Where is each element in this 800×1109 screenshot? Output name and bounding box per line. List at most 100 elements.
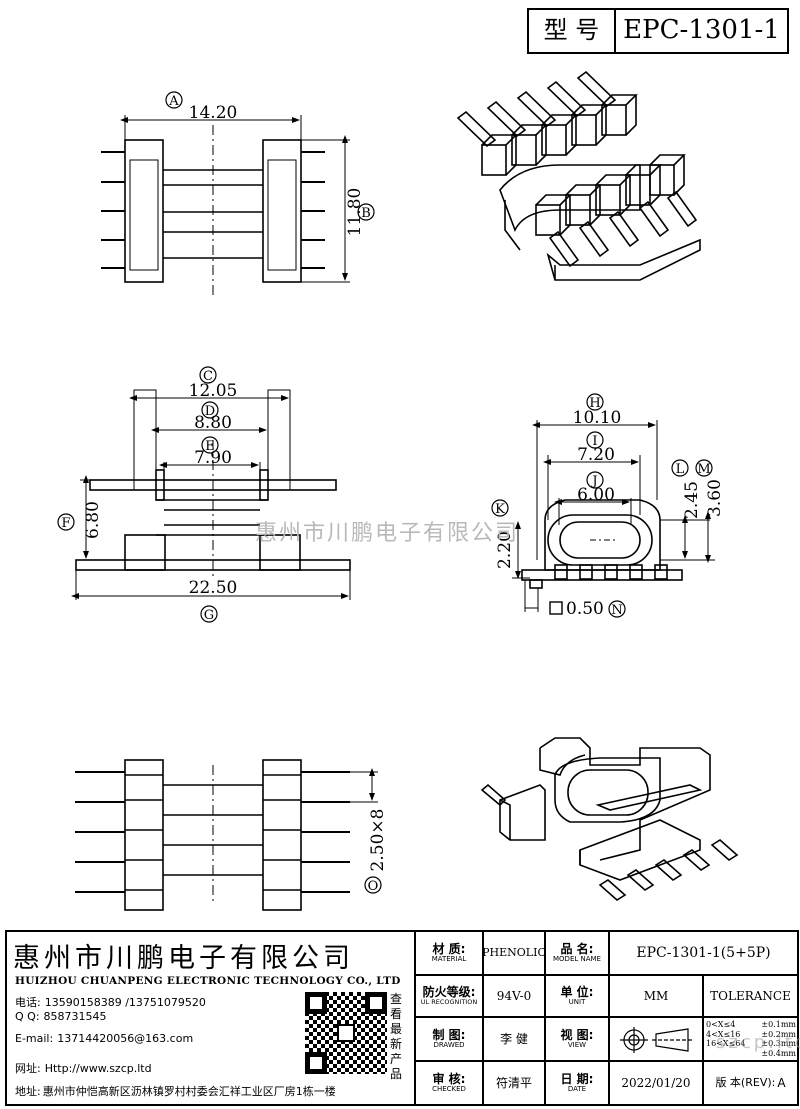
drawn-label: 制 图: DRAWED xyxy=(432,1028,466,1049)
tolerance-label: TOLERANCE xyxy=(710,988,791,1003)
svg-text:O: O xyxy=(368,879,379,894)
front-view xyxy=(512,420,715,615)
marker-h: H xyxy=(586,393,604,411)
svg-text:N: N xyxy=(611,603,622,618)
site-watermark: szcp.ltd xyxy=(716,1032,800,1053)
qr-code-icon[interactable] xyxy=(305,992,387,1074)
email-line: E-mail:13714420056@163.com xyxy=(15,1032,193,1045)
qr-caption: 查看最新产品 xyxy=(390,992,403,1081)
qq-label: Q Q: xyxy=(15,1010,40,1023)
dim-k-value: 2.20 xyxy=(495,531,515,569)
reference-markers: A B C D E F G H I J K L M N O xyxy=(57,91,713,894)
company-panel: 惠州市川鹏电子有限公司 HUIZHOU CHUANPENG ELECTRONIC… xyxy=(7,932,416,1104)
model-name-value: EPC-1301-1(5+5P) xyxy=(636,944,771,961)
side-view xyxy=(71,389,351,600)
marker-d: D xyxy=(201,401,219,419)
dim-b-value: 11.80 xyxy=(345,188,365,237)
phone-value: 13590158389 /13751079520 xyxy=(44,996,206,1009)
svg-text:K: K xyxy=(495,502,505,517)
company-name-en: HUIZHOU CHUANPENG ELECTRONIC TECHNOLOGY … xyxy=(15,975,401,987)
marker-f: F xyxy=(57,513,75,531)
ul-label: 防火等级: UL RECOGNITION xyxy=(420,985,478,1006)
dim-a-value: 14.20 xyxy=(189,103,238,123)
technical-drawing: 14.20 11.80 12.05 8.80 7.90 6.80 22.50 1… xyxy=(57,70,739,911)
model-name-label: 品 名: MODEL NAME xyxy=(553,942,601,963)
dim-o-value: 2.50×8 xyxy=(368,809,388,872)
dim-l-value: 2.45 xyxy=(682,481,702,519)
svg-text:B: B xyxy=(361,206,371,221)
iso-view-bottom xyxy=(480,737,739,901)
unit-value: MM xyxy=(643,988,669,1003)
bottom-view xyxy=(75,759,378,911)
svg-text:D: D xyxy=(205,404,215,419)
title-header-box: 型 号 EPC-1301-1 xyxy=(527,8,789,54)
spec-grid: 材 质: MATERIAL PHENOLIC 品 名: MODEL NAME E… xyxy=(416,932,800,1104)
web-line: 网址:Http://www.szcp.ltd xyxy=(15,1060,152,1076)
phone-label: 电话: xyxy=(15,996,41,1009)
web-value[interactable]: Http://www.szcp.ltd xyxy=(44,1062,152,1075)
material-value: PHENOLIC xyxy=(482,946,546,960)
dim-h-value: 10.10 xyxy=(573,408,622,428)
company-watermark: 惠州市川鹏电子有限公司 xyxy=(255,521,520,546)
web-label: 网址: xyxy=(15,1062,41,1075)
dim-e-value: 7.90 xyxy=(194,448,232,468)
address-label: 地址: xyxy=(15,1085,41,1098)
marker-b: B xyxy=(357,203,375,221)
checked-value: 符清平 xyxy=(495,1075,532,1090)
marker-j: J xyxy=(586,471,604,489)
address-line: 地址:惠州市仲恺高新区沥林镇罗村村委会汇祥工业区厂房1栋一楼 xyxy=(15,1083,336,1099)
qq-line: Q Q:858731545 xyxy=(15,1010,107,1023)
marker-a: A xyxy=(165,91,183,109)
dim-j-value: 6.00 xyxy=(577,485,615,505)
projection-symbol-icon xyxy=(616,1024,696,1056)
checked-label: 审 核: CHECKED xyxy=(432,1072,466,1093)
dim-g-value: 22.50 xyxy=(189,578,238,598)
email-label: E-mail: xyxy=(15,1032,54,1045)
unit-label: 单 位: UNIT xyxy=(560,985,594,1006)
top-view xyxy=(101,115,350,295)
dim-d-value: 8.80 xyxy=(194,413,232,433)
dim-c-value: 12.05 xyxy=(189,381,238,401)
view-label: 视 图: VIEW xyxy=(560,1028,594,1049)
marker-k: K xyxy=(491,499,509,517)
marker-e: E xyxy=(201,436,219,454)
drawn-value: 李 健 xyxy=(500,1031,528,1046)
svg-text:C: C xyxy=(203,369,213,384)
dimension-labels: 14.20 11.80 12.05 8.80 7.90 6.80 22.50 1… xyxy=(83,103,725,871)
date-value: 2022/01/20 xyxy=(621,1075,691,1090)
tolerance-table: 0<X≤4 ±0.1mm 4<X≤16 ±0.2mm 16<X≤64 ±0.3m… xyxy=(706,1020,796,1058)
model-number-header: EPC-1301-1 xyxy=(623,15,780,46)
date-label: 日 期: DATE xyxy=(560,1072,594,1093)
svg-text:A: A xyxy=(168,94,179,109)
svg-text:H: H xyxy=(589,396,600,411)
marker-i: I xyxy=(586,431,604,449)
company-name-cn: 惠州市川鹏电子有限公司 xyxy=(13,943,354,974)
svg-text:J: J xyxy=(590,474,597,489)
svg-text:M: M xyxy=(697,462,710,477)
dim-i-value: 7.20 xyxy=(577,445,615,465)
svg-text:G: G xyxy=(204,608,214,623)
type-label: 型 号 xyxy=(529,10,616,52)
title-block: 惠州市川鹏电子有限公司 HUIZHOU CHUANPENG ELECTRONIC… xyxy=(5,930,800,1106)
revision: 版 本(REV):A xyxy=(704,1062,797,1104)
ul-value: 94V-0 xyxy=(496,988,532,1003)
svg-text:I: I xyxy=(592,434,597,449)
dim-n-value: 0.50 xyxy=(566,599,604,619)
iso-view-top xyxy=(456,70,701,281)
email-value[interactable]: 13714420056@163.com xyxy=(57,1032,194,1045)
qq-value: 858731545 xyxy=(43,1010,107,1023)
phone-line: 电话:13590158389 /13751079520 xyxy=(15,994,206,1010)
marker-g: G xyxy=(200,605,218,623)
dim-f-value: 6.80 xyxy=(83,501,103,539)
marker-o: O xyxy=(364,876,382,894)
revision-label: 版 本(REV): xyxy=(715,1076,776,1090)
svg-text:L: L xyxy=(676,462,685,477)
marker-n: N xyxy=(608,600,626,618)
marker-l: L xyxy=(671,459,689,477)
marker-c: C xyxy=(199,366,217,384)
material-label: 材 质: MATERIAL xyxy=(431,942,467,963)
dim-m-value: 3.60 xyxy=(705,479,725,517)
svg-text:E: E xyxy=(205,439,215,454)
address-value: 惠州市仲恺高新区沥林镇罗村村委会汇祥工业区厂房1栋一楼 xyxy=(42,1085,336,1098)
marker-m: M xyxy=(695,459,713,477)
